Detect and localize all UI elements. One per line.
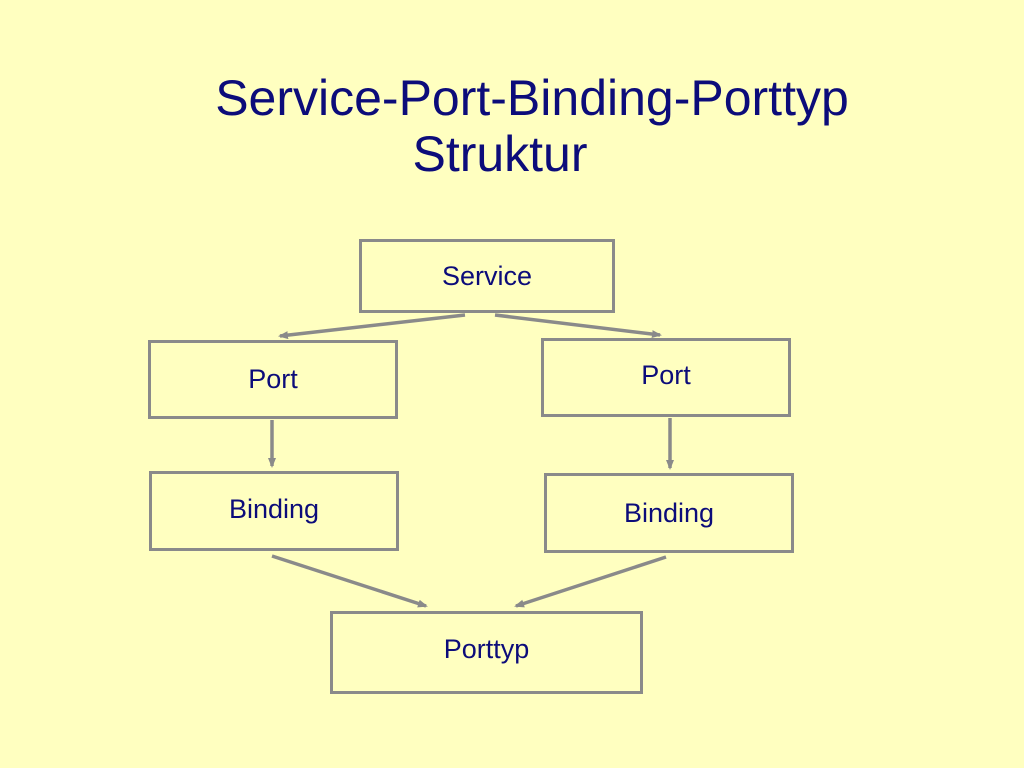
binding-right-label: Binding bbox=[623, 497, 715, 528]
binding-right-node: Binding bbox=[544, 473, 794, 553]
title-line-2: Struktur bbox=[412, 126, 588, 182]
service-label: Service bbox=[441, 260, 533, 291]
porttyp-label: Porttyp bbox=[443, 634, 530, 664]
page-title: Service-Port-Binding-Porttyp Struktur bbox=[0, 70, 1024, 182]
port-right-label: Port bbox=[641, 360, 691, 390]
service-node: Service bbox=[359, 239, 615, 313]
port-left-label: Port bbox=[248, 364, 298, 394]
port-left-node: Port bbox=[148, 340, 398, 419]
edge-service-port-left bbox=[278, 313, 466, 340]
binding-left-node: Binding bbox=[149, 471, 399, 551]
binding-left-label: Binding bbox=[228, 493, 320, 524]
edge-binding-right-porttyp bbox=[514, 555, 667, 608]
port-right-node: Port bbox=[541, 338, 791, 417]
edge-service-port-right bbox=[494, 313, 662, 339]
porttyp-node: Porttyp bbox=[330, 611, 643, 694]
edge-binding-left-porttyp bbox=[271, 554, 428, 608]
title-line-1: Service-Port-Binding-Porttyp bbox=[215, 70, 849, 126]
